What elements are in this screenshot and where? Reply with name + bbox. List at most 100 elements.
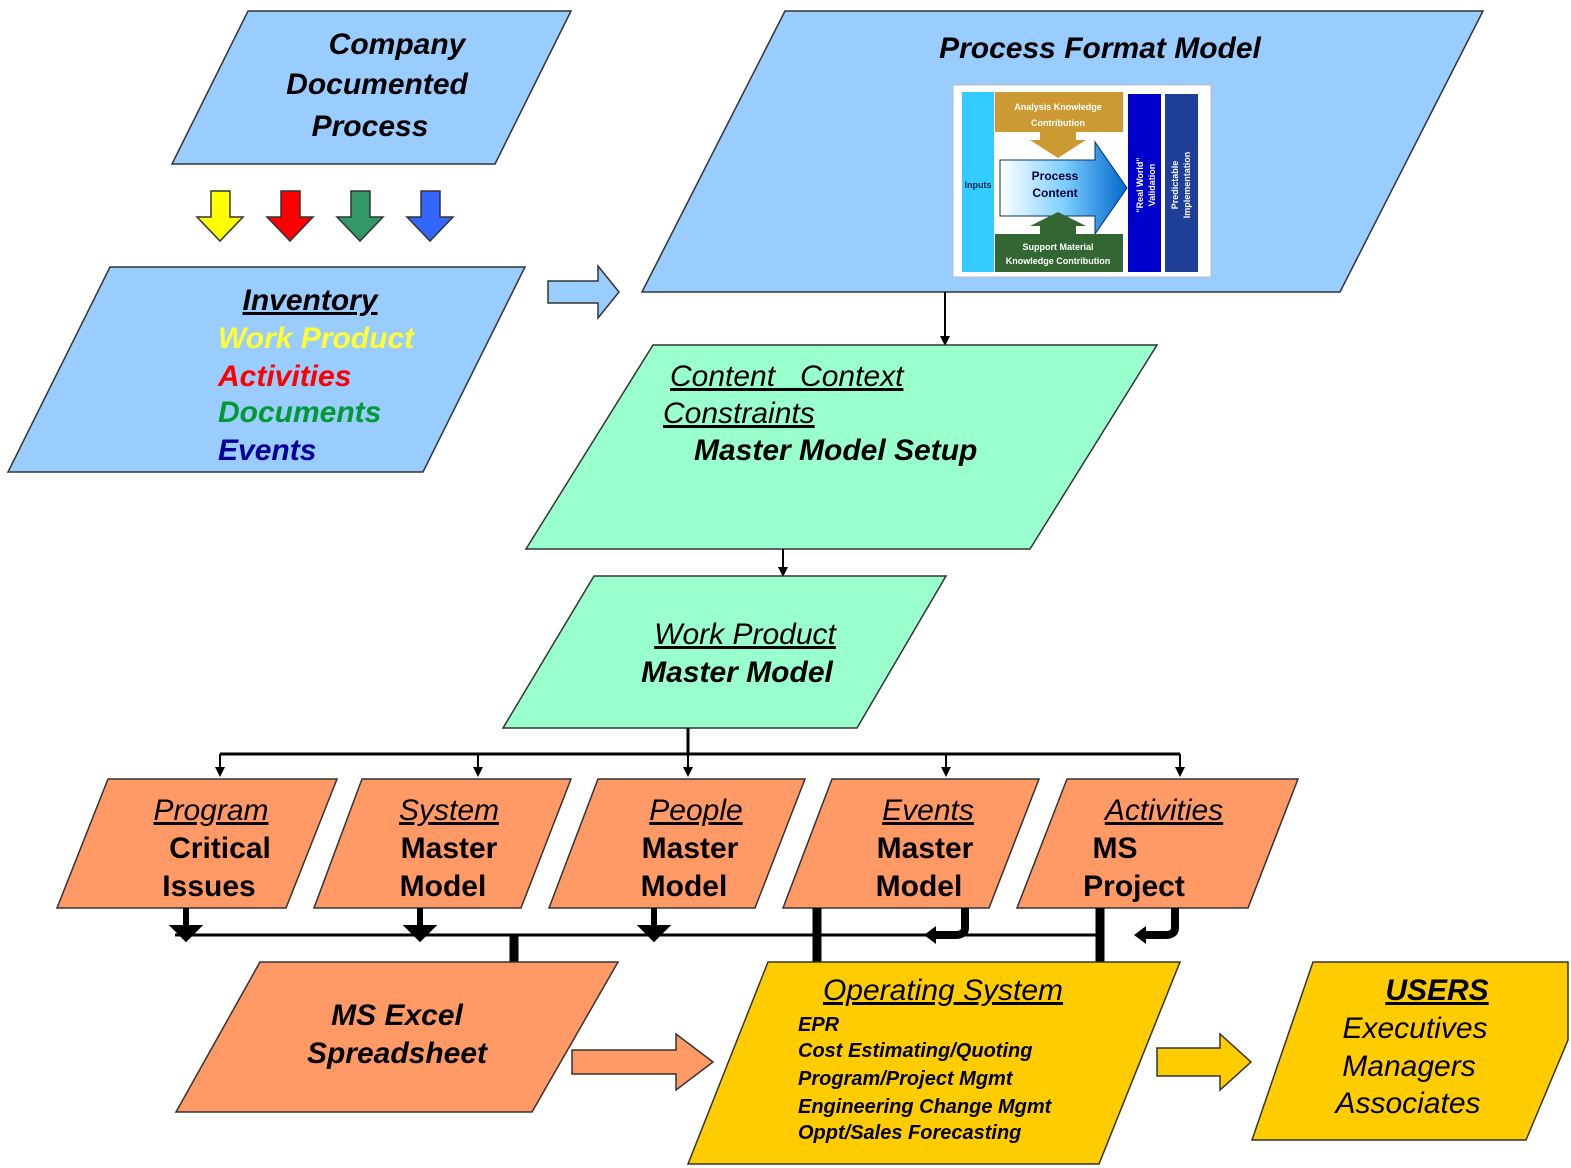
model-people: People Master Model [547, 778, 807, 909]
inset-validation-bar [1128, 94, 1161, 272]
model-events: Events Master Model [781, 778, 1041, 909]
inset-implementation-line2: Implementation [1182, 152, 1192, 219]
work-product-shape [501, 575, 948, 729]
model-system: System Master Model [312, 778, 573, 909]
model-system-line1: Master [401, 832, 498, 865]
operating-system-shape [686, 961, 1182, 1165]
model-program-line2: Issues [162, 870, 255, 903]
model-program-line1: Critical [169, 832, 271, 865]
os-item-program: Program/Project Mgmt [798, 1068, 1014, 1090]
inset-implementation-bar [1165, 94, 1198, 272]
process-format-title: Process Format Model [939, 32, 1261, 65]
os-item-engineering: Engineering Change Mgmt [798, 1096, 1053, 1118]
users-title: USERS [1385, 974, 1488, 1007]
master-setup-shape [524, 344, 1159, 550]
model-events-line1: Master [877, 832, 974, 865]
os-to-users-arrow [1156, 1032, 1253, 1092]
users-box: USERS Executives Managers Associates [1250, 961, 1569, 1141]
distribution-connector [215, 728, 1185, 777]
operating-system-title: Operating System [823, 974, 1063, 1007]
collector-tick-people [636, 908, 672, 943]
company-process-shape [170, 10, 573, 165]
model-system-title: System [399, 794, 499, 827]
company-process-line1: Company [329, 28, 467, 61]
work-product-box: Work Product Master Model [501, 575, 948, 729]
model-activities-line2: Project [1083, 870, 1185, 903]
collector-curl-events-head [924, 926, 936, 944]
work-product-line2: Master Model [641, 656, 833, 689]
inventory-documents: Documents [218, 396, 381, 429]
work-product-line1: Work Product [654, 618, 837, 651]
process-format-box: Process Format Model Inputs Analysis Kno… [640, 10, 1485, 293]
collector-tick-program [168, 908, 204, 943]
excel-box: MS Excel Spreadsheet [174, 961, 620, 1113]
model-events-line2: Model [876, 870, 963, 903]
excel-shape [174, 961, 620, 1113]
users-managers: Managers [1342, 1050, 1475, 1083]
users-shape [1250, 961, 1569, 1141]
inset-support-line2: Knowledge Contribution [1006, 256, 1110, 266]
users-executives: Executives [1342, 1012, 1487, 1045]
excel-line2: Spreadsheet [307, 1037, 489, 1070]
collector-tick-system [402, 908, 438, 943]
inset-analysis-arrow [1030, 132, 1086, 158]
model-activities-line1: MS [1093, 832, 1138, 865]
inset-validation-line1: "Real World" [1135, 157, 1145, 212]
inset-validation-line2: Validation [1147, 164, 1157, 207]
model-system-shape [312, 778, 573, 909]
master-setup-line1: Content Context [670, 360, 905, 393]
collector-curl-events [932, 908, 969, 939]
model-people-line2: Model [641, 870, 728, 903]
process-format-inset: Inputs Analysis Knowledge Contribution P… [952, 84, 1212, 278]
model-events-title: Events [882, 794, 974, 827]
inset-inputs-bar [962, 92, 994, 272]
company-process-line2: Documented [286, 68, 468, 101]
users-associates: Associates [1333, 1087, 1480, 1120]
model-people-line1: Master [642, 832, 739, 865]
inventory-title: Inventory [242, 284, 378, 317]
inventory-activities: Activities [217, 360, 351, 393]
inventory-events: Events [218, 434, 316, 467]
master-setup-box: Content Context Constraints Master Model… [524, 344, 1159, 550]
inset-process-arrow [999, 140, 1128, 236]
inset-process-line2: Content [1032, 186, 1077, 200]
model-program: Program Critical Issues [55, 778, 339, 909]
inset-analysis-line2: Contribution [1031, 118, 1085, 128]
os-item-cost: Cost Estimating/Quoting [798, 1040, 1032, 1062]
inset-implementation-line1: Predictable [1170, 161, 1180, 210]
model-people-shape [547, 778, 807, 909]
excel-line1: MS Excel [331, 999, 463, 1032]
inset-support-box [995, 234, 1123, 272]
color-arrows [195, 190, 455, 243]
inventory-to-format-arrow [547, 263, 620, 321]
model-events-shape [781, 778, 1041, 909]
inventory-shape [6, 266, 527, 473]
model-activities-shape [1015, 778, 1300, 909]
os-item-epr: EPR [798, 1014, 840, 1036]
company-process-box: Company Documented Process [170, 10, 573, 165]
company-process-line3: Process [312, 110, 429, 143]
master-setup-line3: Master Model Setup [694, 434, 977, 467]
master-setup-line2: Constraints [663, 397, 815, 430]
inset-inputs-label: Inputs [965, 180, 992, 190]
inset-process-line1: Process [1032, 169, 1079, 183]
model-activities-title: Activities [1103, 794, 1223, 827]
model-program-shape [55, 778, 339, 909]
yellow-arrow [195, 190, 245, 243]
collector-curl-activities [1142, 908, 1179, 939]
excel-to-os-arrow [571, 1032, 715, 1092]
green-arrow [335, 190, 385, 243]
inset-analysis-line1: Analysis Knowledge [1014, 102, 1102, 112]
blue-arrow [405, 190, 455, 243]
inset-support-line1: Support Material [1022, 242, 1093, 252]
inventory-work-product: Work Product [218, 322, 416, 355]
model-activities: Activities MS Project [1015, 778, 1300, 909]
red-arrow [265, 190, 315, 243]
model-program-title: Program [153, 794, 268, 827]
model-people-title: People [649, 794, 742, 827]
inventory-box: Inventory Work Product Activities Docume… [6, 266, 527, 473]
collector-curl-activities-head [1134, 926, 1146, 944]
inset-support-arrow [1030, 212, 1086, 234]
inset-analysis-box [995, 92, 1123, 132]
